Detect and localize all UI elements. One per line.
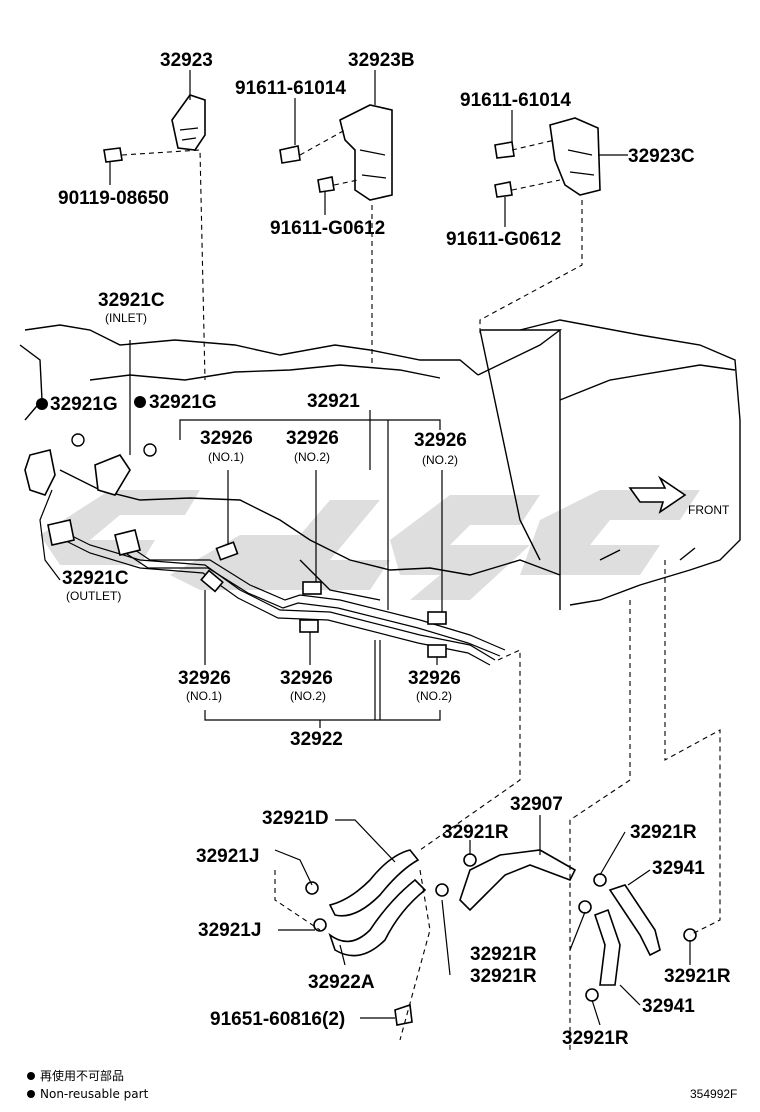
hose-assembly [305, 849, 697, 1002]
diagram-id: 354992F [690, 1087, 737, 1101]
bracket-32923C [549, 117, 601, 196]
label-32926-3: 32926 [414, 430, 467, 451]
label-32941-b: 32941 [642, 996, 695, 1017]
label-no2-b: (NO.2) [422, 453, 458, 467]
label-91611-G0612-a: 91611-G0612 [270, 218, 385, 239]
label-outlet: (OUTLET) [66, 589, 121, 603]
label-32921D: 32921D [262, 808, 329, 829]
label-32907: 32907 [510, 794, 563, 815]
label-32923B: 32923B [348, 50, 415, 71]
legend-bullet-icon [27, 1090, 35, 1098]
label-no1-a: (NO.1) [208, 450, 244, 464]
label-91611-61014-b: 91611-61014 [460, 90, 571, 111]
leader-lines [39, 70, 691, 1026]
label-no1-c: (NO.1) [186, 689, 222, 703]
label-32921C-inlet: 32921C [98, 290, 165, 311]
label-32921: 32921 [307, 391, 360, 412]
label-91611-61014-a: 91611-61014 [235, 78, 346, 99]
label-91651-60816: 91651-60816(2) [210, 1009, 345, 1030]
label-32926-2: 32926 [286, 428, 339, 449]
label-32926-6: 32926 [408, 668, 461, 689]
bolt-group [103, 141, 515, 1026]
legend-text-cn: 再使用不可部品 [40, 1068, 124, 1083]
front-arrow-icon [628, 475, 687, 514]
transmission-outline [19, 319, 741, 610]
label-32921R-b: 32921R [630, 822, 697, 843]
label-32926-1: 32926 [200, 428, 253, 449]
bracket-32923B [339, 104, 393, 201]
label-32921R-d: 32921R [470, 966, 537, 987]
label-90119-08650: 90119-08650 [58, 188, 169, 209]
label-32926-4: 32926 [178, 668, 231, 689]
bracket-32923 [171, 94, 206, 151]
label-32921C-outlet: 32921C [62, 568, 129, 589]
label-32941-a: 32941 [652, 858, 705, 879]
label-91611-G0612-b: 91611-G0612 [446, 229, 561, 250]
label-32926-5: 32926 [280, 668, 333, 689]
label-32921R-c: 32921R [470, 944, 537, 965]
label-no2-a: (NO.2) [294, 450, 330, 464]
label-32921G-a: 32921G [50, 394, 118, 415]
label-32921R-f: 32921R [562, 1028, 629, 1049]
label-32922A: 32922A [308, 972, 375, 993]
label-32921J-a: 32921J [196, 846, 259, 867]
label-32921G-b: 32921G [149, 392, 217, 413]
label-32921R-a: 32921R [442, 822, 509, 843]
label-32921J-b: 32921J [198, 920, 261, 941]
dashed-lines [121, 129, 721, 1050]
label-no2-c: (NO.2) [290, 689, 326, 703]
legend-text-en: Non-reusable part [40, 1087, 149, 1101]
label-32923: 32923 [160, 50, 213, 71]
non-reusable-marker-icon [36, 398, 48, 410]
part-labels: 32923 32923B 91611-61014 91611-61014 329… [40, 50, 737, 1101]
label-32923C: 32923C [628, 146, 695, 167]
legend-bullet-icon [27, 1072, 35, 1080]
label-no2-d: (NO.2) [416, 689, 452, 703]
cooler-pipes [24, 449, 506, 666]
non-reusable-marker-icon [134, 396, 146, 408]
label-inlet: (INLET) [105, 311, 147, 325]
label-front: FRONT [688, 503, 730, 517]
label-32922: 32922 [290, 729, 343, 750]
watermark-logo [40, 490, 700, 600]
label-32921R-e: 32921R [664, 966, 731, 987]
